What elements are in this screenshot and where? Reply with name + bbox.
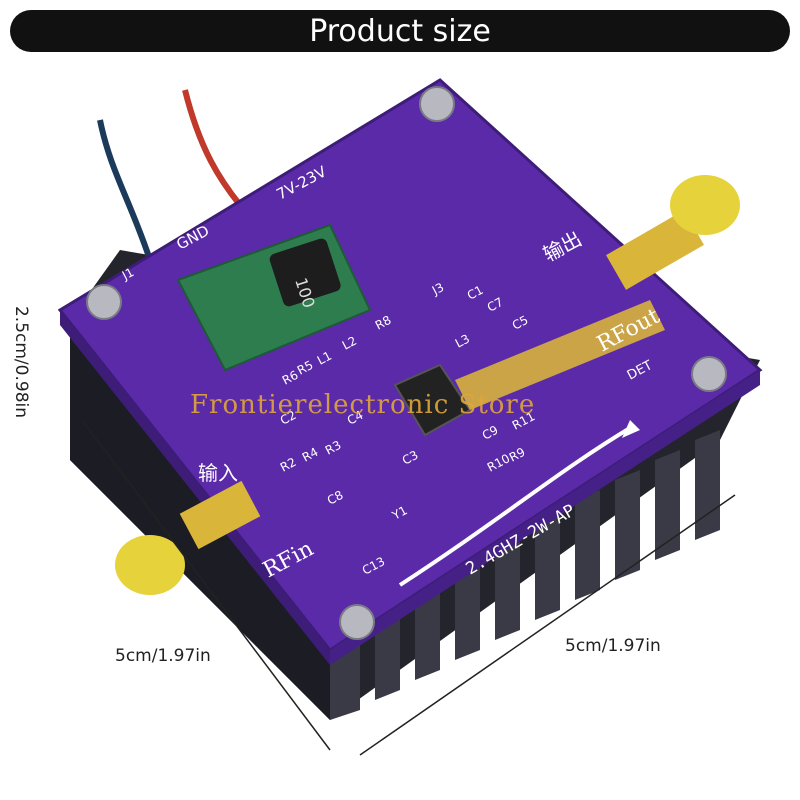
component-ref-label: C8 [325, 488, 346, 508]
component-ref-label: L1 [315, 349, 334, 368]
store-watermark: Frontierelectronic Store [190, 390, 536, 420]
component-ref-label: C7 [485, 295, 506, 315]
component-ref-label: R8 [373, 313, 394, 333]
width-dimension-line [359, 494, 736, 756]
component-ref-label: C9 [480, 423, 501, 443]
width-dimension-label-left: 5cm/1.97in [115, 646, 211, 666]
direction-arrow-icon [398, 426, 632, 587]
banner-title: Product size [309, 13, 491, 49]
rf-in-connector [115, 480, 261, 595]
component-ref-label: C3 [400, 448, 421, 468]
inductor [269, 238, 341, 307]
rf-out-connector [606, 175, 740, 290]
black-wire [97, 119, 153, 261]
component-ref-label: R9 [507, 445, 528, 465]
component-ref-label: C2 [278, 408, 299, 428]
component-ref-label: C4 [345, 408, 366, 428]
component-ref-label: Y1 [389, 503, 410, 523]
component-ref-label: C1 [465, 283, 486, 303]
rf-output-trace [455, 300, 665, 410]
component-ref-label: J3 [429, 280, 446, 298]
product-size-banner: Product size [10, 10, 790, 52]
height-dimension-line [81, 419, 331, 751]
red-wire [182, 89, 243, 207]
screw-icons [86, 86, 727, 640]
component-ref-label: R3 [323, 438, 344, 458]
height-dimension-label: 2.5cm/0.98in [11, 305, 32, 419]
component-ref-label: C5 [510, 313, 531, 333]
width-dimension-label-right: 5cm/1.97in [565, 636, 661, 656]
component-ref-label: L3 [453, 332, 472, 351]
component-ref-label: R5 [295, 358, 316, 378]
component-ref-label: J1 [119, 265, 136, 283]
component-ref-label: R2 [278, 455, 299, 475]
component-ref-label: R6 [280, 368, 301, 388]
component-ref-label: L2 [340, 334, 359, 353]
input-cn-label: 输入 [198, 461, 238, 485]
component-ref-label: R4 [300, 445, 321, 465]
